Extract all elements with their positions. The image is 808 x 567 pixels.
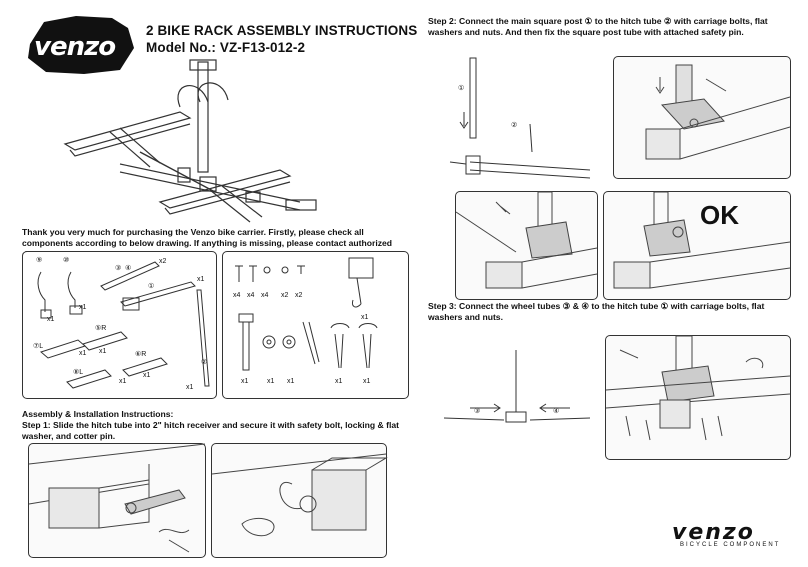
parts-list-illustration — [37, 261, 210, 389]
part-label-7l: ⑦L — [33, 343, 44, 350]
square-post-detail-illustration — [645, 64, 791, 160]
step2-wrong-image — [455, 191, 598, 300]
logo-badge-icon — [28, 16, 134, 74]
part-label-9: ⑨ — [36, 257, 43, 264]
qty-tube-1: x1 — [197, 276, 205, 283]
qty-wrench-a: x1 — [335, 378, 343, 385]
qty-tube-3-4: x2 — [159, 258, 167, 265]
qty-washer: x4 — [261, 292, 269, 299]
qty-nut-a: x2 — [281, 292, 289, 299]
rack-overview-illustration — [63, 59, 317, 223]
qty-tray-5: x1 — [99, 348, 107, 355]
footer-logo-text: venzo — [672, 520, 755, 545]
part-label-3: ③ — [115, 265, 122, 272]
part-label-5r: ⑤R — [95, 325, 107, 332]
parts-list-box: ⑨ ⑩ ③ ④ x2 ① x1 x1 x1 ⑤R ⑦L x1 x1 ⑥R ⑧L … — [22, 251, 217, 399]
qty-tube-2: x1 — [186, 384, 194, 391]
qty-washer-b: x1 — [287, 378, 295, 385]
part-label-8l: ⑧L — [73, 369, 84, 376]
ok-label: OK — [700, 200, 739, 230]
logo-text: venzo — [34, 32, 116, 62]
safety-pin-ok-illustration — [613, 191, 791, 289]
safety-pin-step-illustration — [455, 191, 598, 289]
part-label-1: ① — [148, 283, 155, 290]
qty-holder-10: x1 — [79, 304, 87, 311]
qty-bolt-a: x4 — [233, 292, 241, 299]
step2-detail-image — [613, 56, 791, 179]
step1-text: Step 1: Slide the hitch tube into 2" hit… — [22, 420, 400, 441]
part-label-10: ⑩ — [63, 257, 70, 264]
title-text: 2 BIKE RACK ASSEMBLY INSTRUCTIONS — [146, 23, 418, 38]
assembly-instructions: Assembly & Installation Instructions: St… — [22, 409, 402, 442]
page-title: 2 BIKE RACK ASSEMBLY INSTRUCTIONS Model … — [146, 22, 417, 56]
qty-nut-b: x2 — [295, 292, 303, 299]
step3-label-left: ③ — [474, 408, 481, 415]
qty-tray-7: x1 — [79, 350, 87, 357]
assembly-heading: Assembly & Installation Instructions: — [22, 409, 174, 419]
qty-tray-8: x1 — [119, 378, 127, 385]
part-label-6r: ⑥R — [135, 351, 147, 358]
step1-image-right — [211, 443, 388, 558]
hitch-insert-illustration — [28, 443, 206, 553]
step3-text: Step 3: Connect the wheel tubes ③ & ④ to… — [428, 301, 765, 322]
step3-detail-image — [605, 335, 791, 460]
footer-tagline: BICYCLE COMPONENT — [680, 542, 781, 548]
part-label-2: ② — [201, 359, 208, 366]
part-label-4: ④ — [125, 265, 132, 272]
wheel-tube-detail-illustration — [605, 335, 791, 441]
hitch-pin-illustration — [211, 453, 388, 537]
qty-large-bolt: x1 — [241, 378, 249, 385]
step3-label-right: ④ — [553, 408, 560, 415]
qty-pin: x1 — [361, 314, 369, 321]
step2-exploded-diagram — [449, 57, 591, 179]
qty-holder-9: x1 — [47, 316, 55, 323]
step2-text: Step 2: Connect the main square post ① t… — [428, 16, 768, 37]
footer-logo: venzo BICYCLE COMPONENT — [672, 520, 790, 550]
model-number: Model No.: VZ-F13-012-2 — [146, 40, 306, 55]
step2-ok-image: OK — [603, 191, 791, 300]
step1-image-left — [28, 443, 206, 558]
qty-washer-a: x1 — [267, 378, 275, 385]
step2-label-post: ① — [458, 85, 465, 92]
step3-exploded-diagram — [443, 350, 591, 423]
hardware-list-box: x4 x4 x4 x2 x2 x1 x1 x1 x1 x1 x1 — [222, 251, 409, 399]
qty-tray-6: x1 — [143, 372, 151, 379]
qty-bolt-b: x4 — [247, 292, 255, 299]
qty-wrench-b: x1 — [363, 378, 371, 385]
step2-label-tube: ② — [511, 122, 518, 129]
hardware-illustration — [235, 257, 378, 371]
venzo-logo: venzo — [24, 14, 136, 76]
